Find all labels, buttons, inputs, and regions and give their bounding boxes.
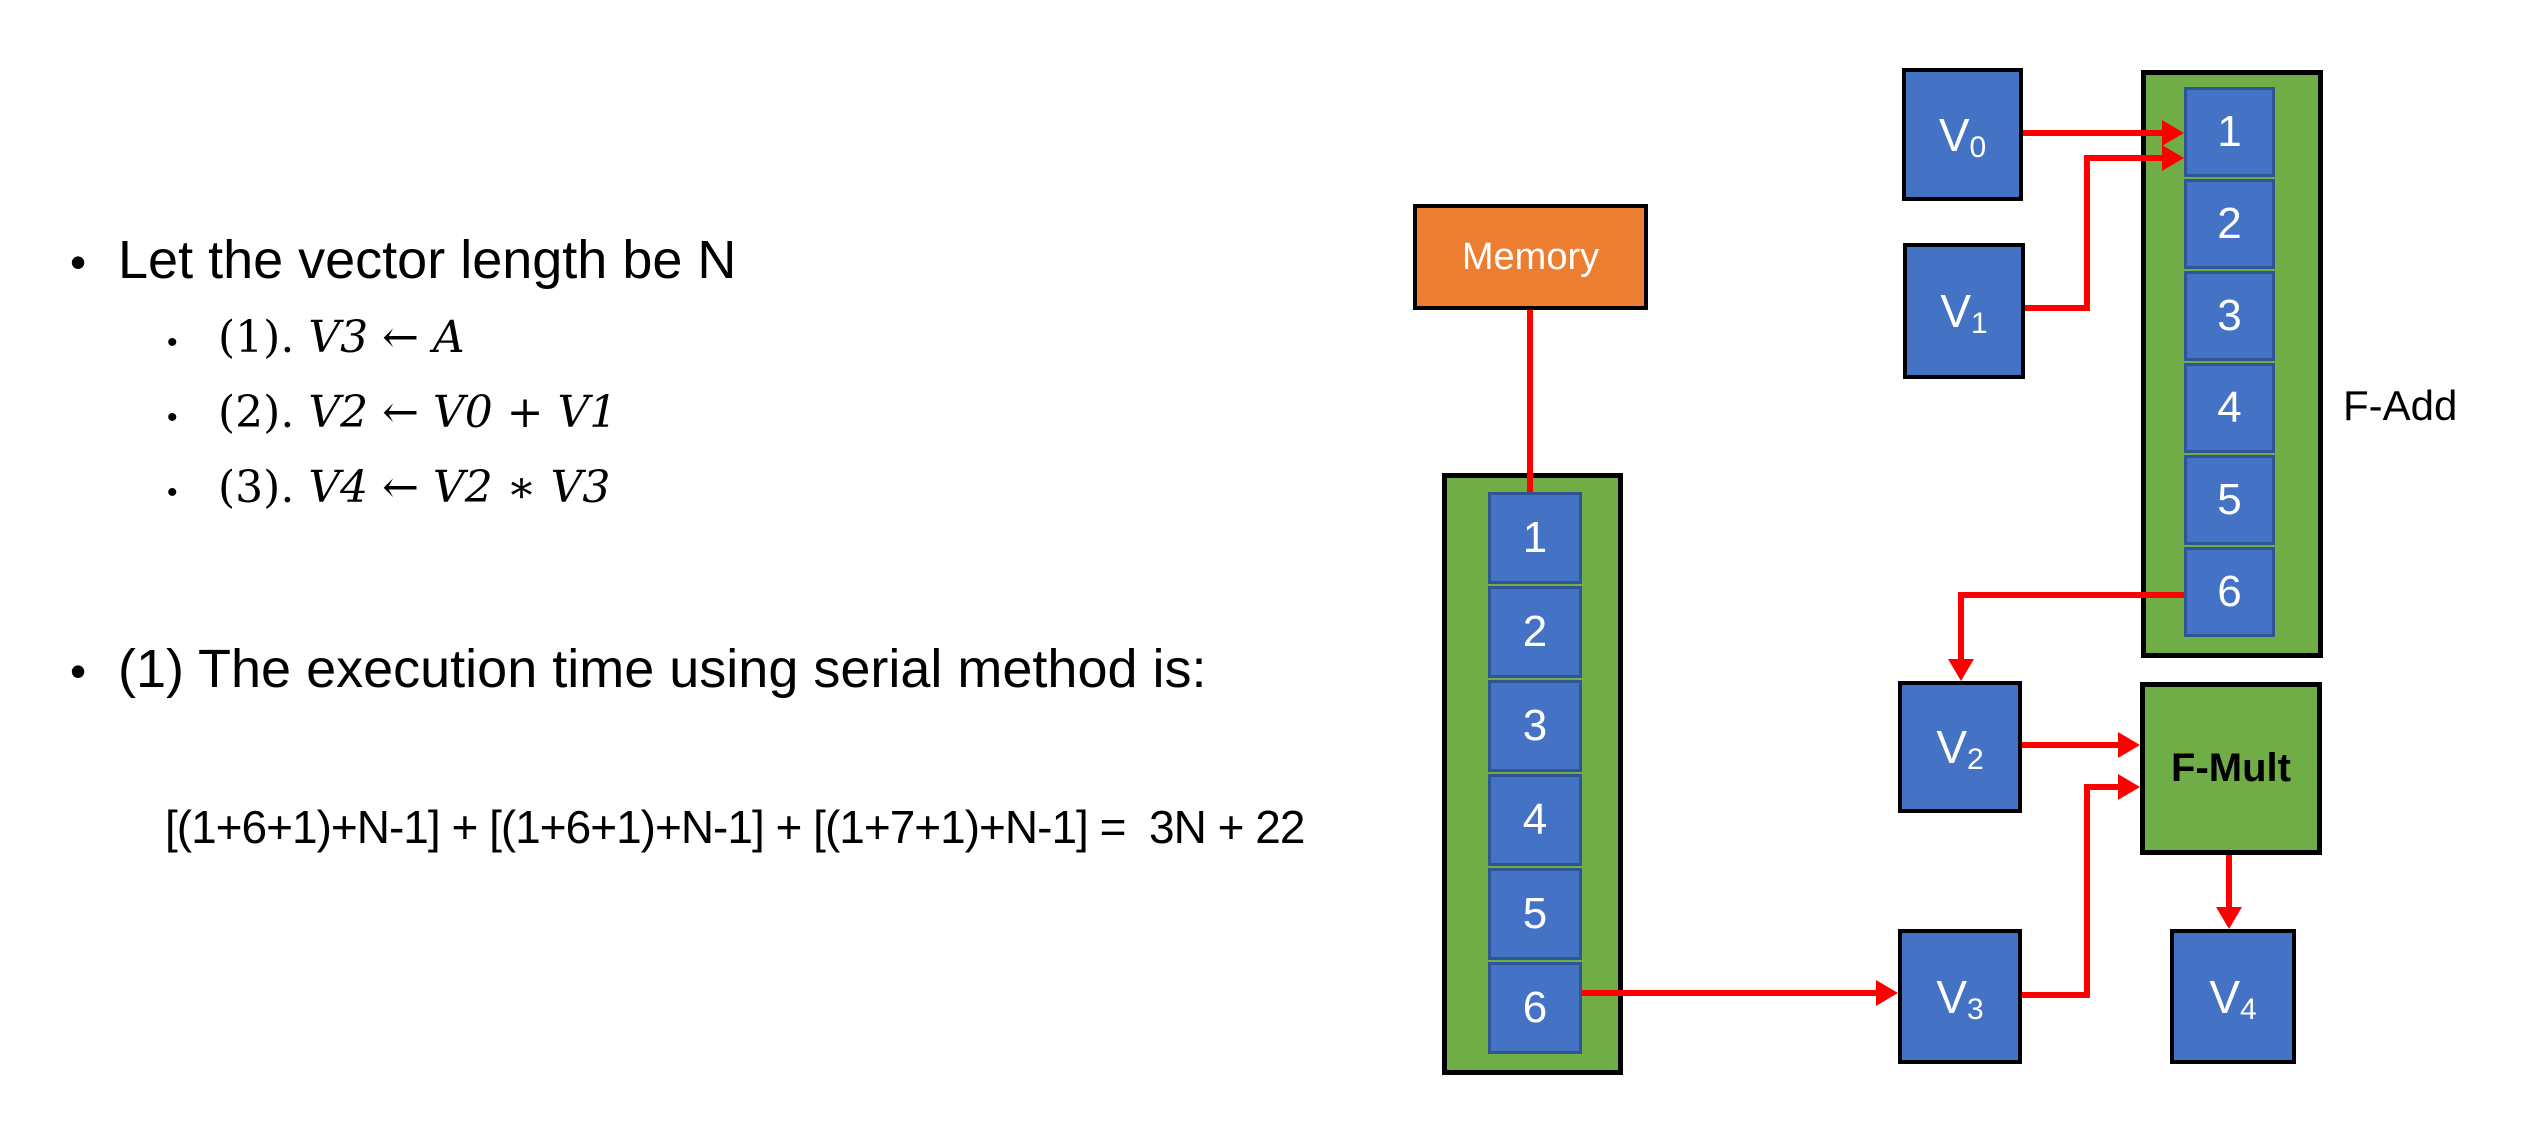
arrowhead-into-v3 (1876, 980, 1898, 1006)
mem-pipeline-stage-3: 3 (1488, 680, 1582, 772)
stage-number: 1 (2217, 107, 2242, 156)
sub-bullet-2-prefix: (2). (218, 387, 295, 438)
arrow-v2-to-fmult (2022, 742, 2118, 748)
arrow-v1-to-fadd-stage1-seg2 (2084, 155, 2090, 311)
stage-number: 6 (1522, 983, 1548, 1032)
memory-label: Memory (1461, 235, 1600, 278)
fadd-pipeline-stage-6: 6 (2184, 547, 2275, 637)
arrow-v1-to-fadd-stage1-seg3 (2084, 155, 2162, 161)
sub-bullet-1: • (1). V3 ← A (167, 309, 465, 372)
arrowhead-into-fmult-2 (2118, 774, 2140, 800)
sub-bullet-3: • (3). V4 ← V2 ∗ V3 (167, 459, 610, 522)
arrow-v0-to-fadd-stage1 (2023, 130, 2162, 136)
bullet-icon: • (167, 401, 178, 434)
bullet-icon: • (70, 236, 87, 288)
bullet-icon: • (167, 476, 178, 509)
stage-number: 5 (1522, 889, 1548, 938)
memory-pipeline-box: 1 2 3 4 5 6 (1442, 473, 1623, 1075)
arrow-fadd-stage6-to-v2-seg1 (1958, 592, 2184, 598)
register-letter: V (1936, 721, 1967, 773)
arrow-mem-stage6-to-v3 (1582, 990, 1878, 996)
arrow-fmult-to-v4 (2226, 855, 2232, 909)
bullet-icon: • (167, 326, 178, 359)
register-letter: V (2209, 970, 2240, 1023)
arrowhead-into-fadd-1 (2162, 120, 2184, 146)
arrow-fadd-stage6-to-v2-seg2 (1958, 592, 1964, 659)
fadd-pipeline-stage-3: 3 (2184, 271, 2275, 361)
sub-bullet-2-math: V2 ← V0 + V1 (308, 387, 618, 438)
register-subscript: 3 (1967, 992, 1984, 1026)
stage-number: 4 (2217, 383, 2242, 432)
register-letter: V (1940, 285, 1971, 337)
mem-pipeline-stage-1: 1 (1488, 492, 1582, 584)
fadd-pipeline-stage-1: 1 (2184, 87, 2275, 177)
arrow-v3-to-fmult-seg3 (2084, 784, 2118, 790)
sub-bullet-1-prefix: (1). (218, 312, 295, 363)
arrowhead-into-fmult-1 (2118, 732, 2140, 758)
mem-pipeline-stage-2: 2 (1488, 586, 1582, 678)
sub-bullet-2: • (2). V2 ← V0 + V1 (167, 384, 617, 447)
register-subscript: 1 (1971, 307, 1988, 340)
register-subscript: 4 (2240, 992, 2257, 1026)
arrowhead-into-v2 (1948, 659, 1974, 681)
bullet-2-text: (1) The execution time using serial meth… (118, 639, 1207, 699)
bullet-line-1: • Let the vector length be N (70, 227, 736, 295)
sub-bullet-3-math: V4 ← V2 ∗ V3 (308, 462, 611, 513)
fmult-box: F-Mult (2140, 682, 2322, 855)
stage-number: 1 (1522, 513, 1548, 562)
arrow-v3-to-fmult-seg2 (2084, 784, 2090, 998)
bullet-line-2: • (1) The execution time using serial me… (70, 636, 1207, 704)
bullet-icon: • (70, 645, 87, 697)
stage-number: 5 (2217, 475, 2242, 524)
arrow-v3-to-fmult-seg1 (2022, 992, 2090, 998)
stage-number: 6 (2217, 567, 2242, 616)
serial-time-formula: [(1+6+1)+N-1] + [(1+6+1)+N-1] + [(1+7+1)… (165, 801, 1305, 853)
sub-bullet-1-math: V3 ← A (308, 312, 465, 363)
stage-number: 3 (2217, 291, 2242, 340)
stage-number: 4 (1522, 795, 1548, 844)
mem-pipeline-stage-4: 4 (1488, 774, 1582, 866)
arrow-v1-to-fadd-stage1-seg1 (2025, 305, 2090, 311)
fadd-pipeline-stage-5: 5 (2184, 455, 2275, 545)
fadd-pipeline-stage-2: 2 (2184, 179, 2275, 269)
memory-box: Memory (1413, 204, 1648, 310)
mem-pipeline-stage-6: 6 (1488, 962, 1582, 1054)
bullet-1-text: Let the vector length be N (118, 230, 737, 290)
mem-pipeline-stage-5: 5 (1488, 868, 1582, 960)
stage-number: 2 (1522, 607, 1548, 656)
fadd-pipeline-box: 1 2 3 4 5 6 (2141, 70, 2323, 658)
register-letter: V (1938, 108, 1970, 161)
arrow-memory-to-mem-stage1 (1527, 310, 1533, 492)
register-letter: V (1936, 970, 1967, 1023)
register-subscript: 2 (1967, 743, 1984, 776)
sub-bullet-3-prefix: (3). (218, 462, 295, 513)
arrowhead-into-fadd-2 (2162, 145, 2184, 171)
fmult-label: F-Mult (2171, 746, 2291, 790)
register-subscript: 0 (1969, 130, 1987, 164)
stage-number: 2 (2217, 199, 2242, 248)
stage-number: 3 (1522, 701, 1548, 750)
arrowhead-into-v4 (2216, 907, 2242, 929)
fadd-pipeline-stage-4: 4 (2184, 363, 2275, 453)
fadd-label: F-Add (2343, 382, 2458, 429)
